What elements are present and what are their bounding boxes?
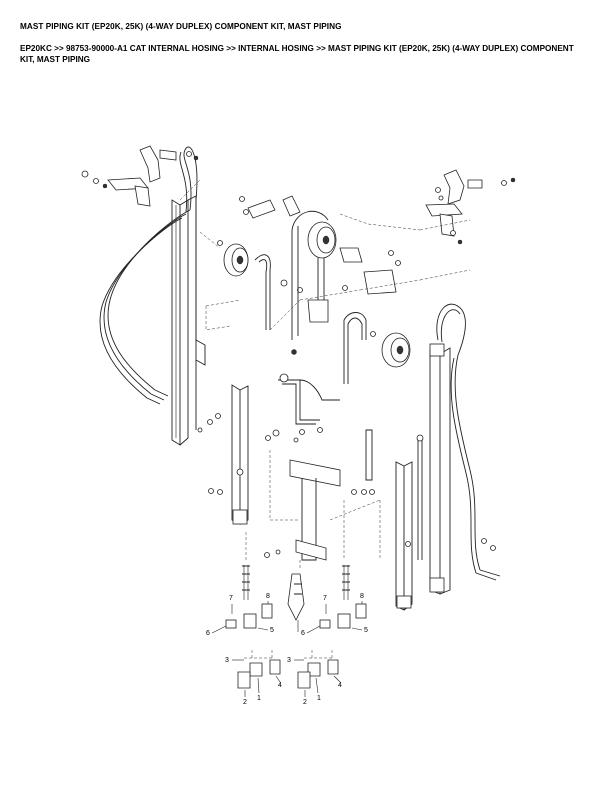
top-right-bracket bbox=[425, 169, 516, 245]
callout-8: 8 bbox=[360, 593, 364, 600]
upper-left-pulley bbox=[217, 240, 303, 330]
callout-6: 6 bbox=[301, 630, 305, 637]
bottom-fittings-center bbox=[287, 573, 305, 632]
callout-2: 2 bbox=[243, 699, 247, 706]
right-mast-rail bbox=[395, 343, 451, 611]
right-hose-bundle bbox=[405, 303, 501, 581]
callouts-right-group: 7 8 6 5 3 4 2 1 bbox=[287, 593, 368, 706]
breadcrumb[interactable]: EP20KC >> 98753-90000-A1 CAT INTERNAL HO… bbox=[20, 44, 574, 64]
callout-2: 2 bbox=[303, 699, 307, 706]
bottom-fittings-right bbox=[297, 565, 367, 689]
top-left-bracket bbox=[81, 145, 199, 207]
callout-7: 7 bbox=[229, 595, 233, 602]
left-hose-bundle bbox=[99, 146, 206, 405]
right-pulley bbox=[370, 331, 411, 368]
left-inner-rail bbox=[197, 384, 249, 525]
callout-1: 1 bbox=[257, 695, 261, 702]
callout-6: 6 bbox=[206, 630, 210, 637]
callout-7: 7 bbox=[323, 595, 327, 602]
callout-3: 3 bbox=[225, 657, 229, 664]
callout-8: 8 bbox=[266, 593, 270, 600]
callouts-left-group: 7 8 6 5 3 4 2 1 bbox=[206, 593, 282, 706]
callout-4: 4 bbox=[278, 682, 282, 689]
callout-5: 5 bbox=[364, 627, 368, 634]
callout-3: 3 bbox=[287, 657, 291, 664]
center-hoses bbox=[265, 312, 375, 495]
assembly-leader-lines bbox=[179, 179, 471, 660]
callout-1: 1 bbox=[317, 695, 321, 702]
center-mast-upper bbox=[239, 195, 401, 355]
center-lower-plate bbox=[264, 459, 341, 561]
page-title: MAST PIPING KIT (EP20K, 25K) (4-WAY DUPL… bbox=[20, 22, 342, 31]
callout-5: 5 bbox=[270, 627, 274, 634]
callout-4: 4 bbox=[338, 682, 342, 689]
left-mast-rail bbox=[171, 195, 197, 446]
bottom-fittings-left bbox=[225, 565, 281, 689]
